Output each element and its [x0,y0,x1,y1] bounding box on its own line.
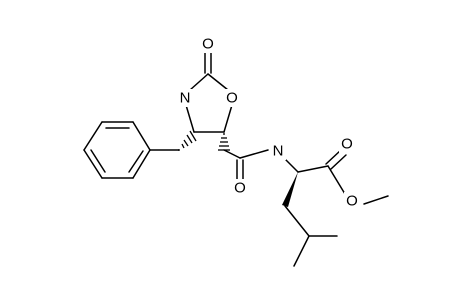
bond [132,149,151,179]
bond [297,165,329,173]
oxazolidinone-ring [185,51,233,133]
bond [239,149,269,159]
benzene-ring [83,121,151,179]
atom-label-group: O N O N O O O [177,35,360,210]
bond [83,149,103,179]
atom-oxygen-ring: O [226,90,238,107]
bond [327,165,346,195]
bond [325,149,342,165]
atom-oxygen-amide: O [234,180,246,197]
bond [223,149,241,159]
bond [363,195,389,205]
bond [285,159,299,173]
bond [189,73,209,91]
atom-nitrogen-ring: N [180,90,191,107]
atom-oxygen-ring-carbonyl: O [202,36,214,53]
hashed-bond [178,130,197,151]
atom-nitrogen-amide: N [273,143,284,160]
atom-oxygen-ester: O [346,193,358,210]
bond [90,149,106,173]
bond [284,205,310,237]
bond [330,154,347,170]
hashed-bond [218,133,230,151]
wedge-bond [282,172,298,207]
bond [207,73,229,91]
bond [128,150,144,173]
bond [223,104,233,133]
bond [83,121,103,151]
atom-oxygen-ester-carbonyl: O [341,136,353,153]
bond [185,104,195,133]
bond [132,121,151,151]
bond [293,235,310,267]
